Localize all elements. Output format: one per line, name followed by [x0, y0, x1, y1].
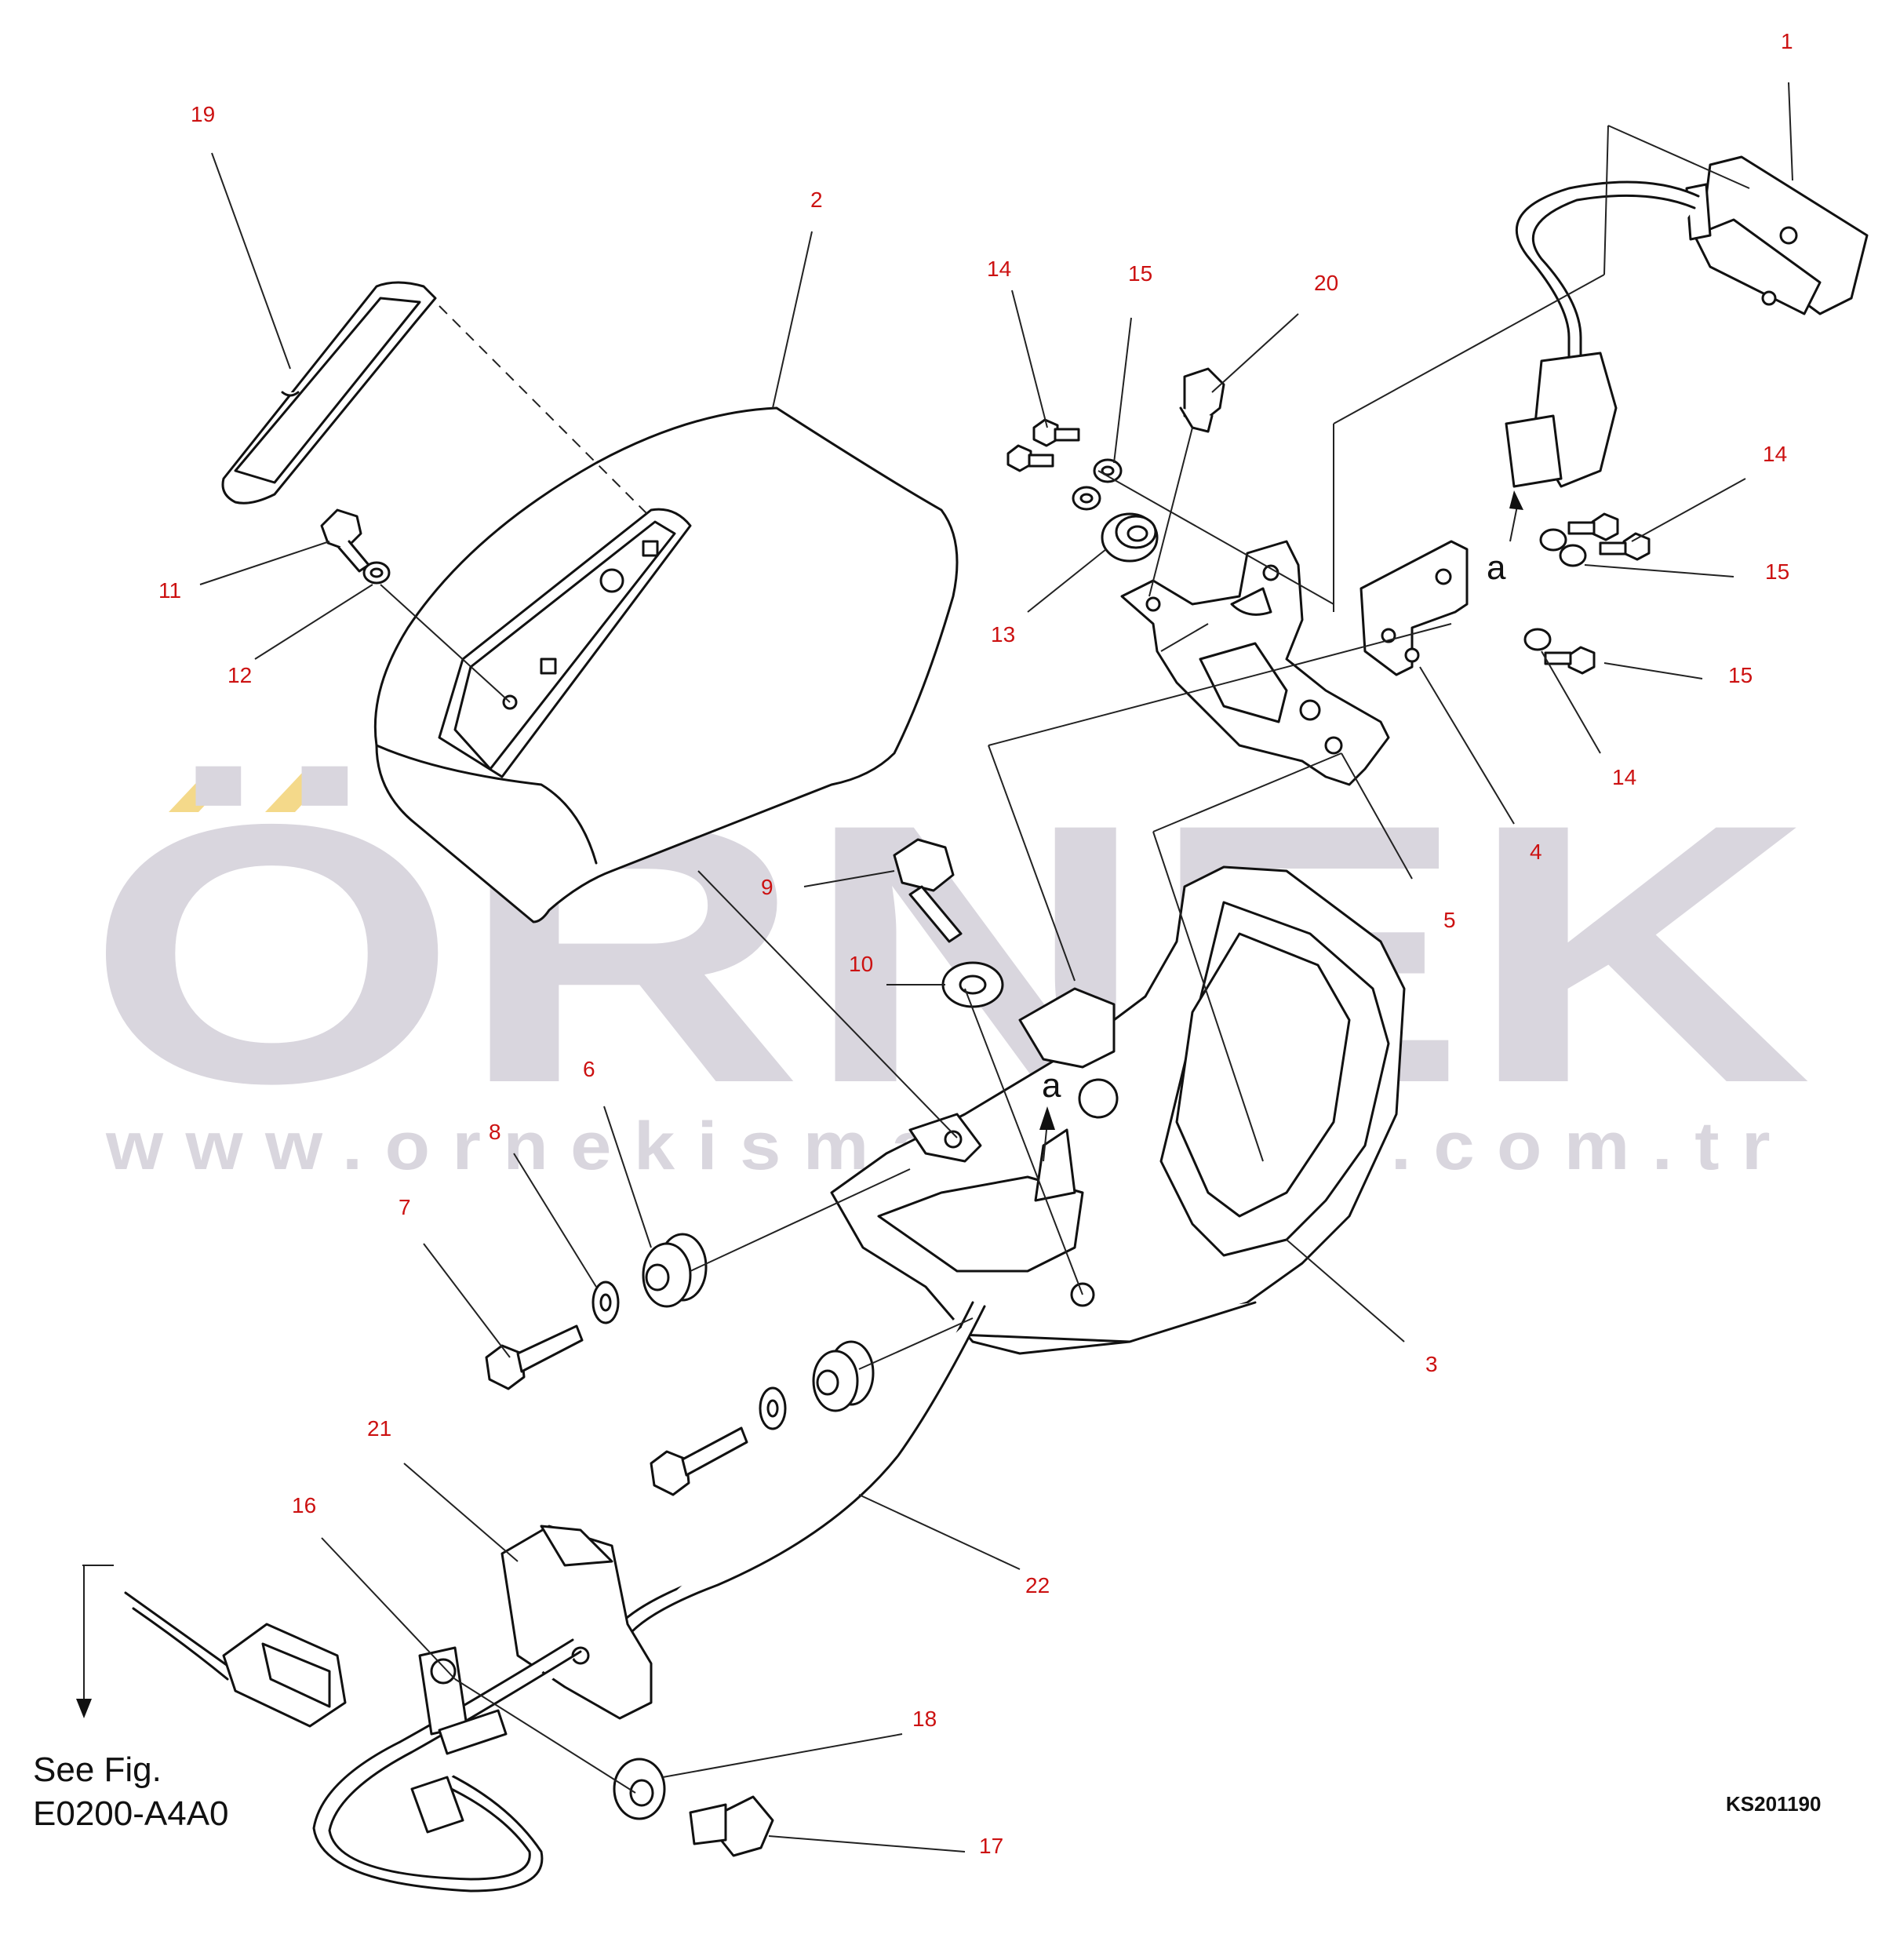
part-4-small-bracket: [1359, 540, 1469, 676]
callout-20: 20: [1314, 271, 1338, 295]
callout-15-top: 15: [1128, 261, 1152, 286]
ref-mark-a-lower: a: [1042, 1066, 1061, 1105]
watermark-accent-right: [265, 773, 332, 812]
callout-22: 22: [1025, 1573, 1050, 1598]
callout-4: 4: [1530, 840, 1542, 864]
part-20-clip: [1179, 367, 1225, 433]
callout-6: 6: [583, 1057, 595, 1081]
part-12-washer: [362, 561, 391, 585]
callout-10: 10: [849, 952, 873, 976]
arrow-a-upper: a: [1487, 490, 1523, 587]
see-fig-line2: E0200-A4A0: [33, 1794, 229, 1833]
part-14-screws-right: [1544, 512, 1651, 675]
part-11-bolt: [320, 508, 370, 573]
part-6-mount-lower: [812, 1340, 875, 1412]
part-15-washers-upper: [1072, 458, 1123, 511]
leader-lines: [199, 82, 1793, 1853]
part-16-clamp-cable: [312, 1638, 582, 1893]
part-7-bolt-lower: [650, 1426, 748, 1496]
part-10-washer: [941, 961, 1004, 1008]
callout-13: 13: [991, 622, 1015, 647]
part-18-washer: [613, 1758, 666, 1820]
callout-2: 2: [810, 188, 823, 212]
callout-9: 9: [761, 875, 773, 899]
callout-14-top: 14: [987, 257, 1011, 281]
watermark-accent-left: [169, 773, 235, 812]
callout-7: 7: [399, 1195, 411, 1219]
watermark-brand: ÖRNEK: [86, 748, 1812, 1160]
part-17-screw: [689, 1795, 774, 1857]
part-8-washer: [591, 1281, 620, 1324]
part-1-harness: [1505, 180, 1700, 488]
part-8-washer-lower: [759, 1386, 787, 1430]
callout-3: 3: [1425, 1352, 1438, 1376]
ref-mark-a-upper: a: [1487, 548, 1506, 587]
drawing-code: KS201190: [1726, 1792, 1821, 1816]
part-21-connector-block: [500, 1525, 653, 1720]
callout-16: 16: [292, 1493, 316, 1517]
part-13-grommet: [1101, 512, 1159, 563]
callout-21: 21: [367, 1416, 391, 1441]
callout-14-lower: 14: [1612, 765, 1636, 789]
see-fig-reference: See Fig. E0200-A4A0: [33, 1751, 229, 1833]
part-1-switch-box: [1685, 155, 1869, 315]
see-fig-arrow: [76, 1565, 114, 1718]
watermark: ÖRNEK www.ornekismakinalari.com.tr: [86, 748, 1812, 1184]
callout-1: 1: [1781, 29, 1793, 53]
part-3-armrest-base: [830, 865, 1406, 1355]
callout-numbers: 1 2 3 4 5 6 7 8 9 10 11 12 13 14 14 14 1…: [158, 29, 1793, 1858]
part-7-bolt: [485, 1324, 584, 1390]
callout-12: 12: [227, 663, 252, 687]
part-5-bracket: [1120, 540, 1390, 786]
callout-18: 18: [912, 1707, 937, 1731]
part-9-bolt: [893, 838, 963, 943]
callout-8: 8: [489, 1120, 501, 1144]
part-22-cable: [618, 1301, 986, 1634]
callout-11: 11: [158, 578, 181, 603]
callout-17: 17: [979, 1834, 1003, 1858]
callout-14-right: 14: [1763, 442, 1787, 466]
arrow-a-lower: a: [1039, 1066, 1061, 1162]
external-connector: [124, 1591, 347, 1728]
part-14-screws-upper: [1006, 418, 1080, 472]
part-6-mount: [642, 1233, 708, 1308]
part-19-cap: [221, 281, 437, 505]
see-fig-line1: See Fig.: [33, 1751, 162, 1789]
callout-15-right: 15: [1765, 559, 1789, 584]
part-15-washers-right: [1523, 528, 1587, 651]
part-2-armrest-pad: [373, 406, 959, 924]
callout-15-lower: 15: [1728, 663, 1753, 687]
callout-5: 5: [1443, 908, 1456, 932]
callout-19: 19: [191, 102, 215, 126]
